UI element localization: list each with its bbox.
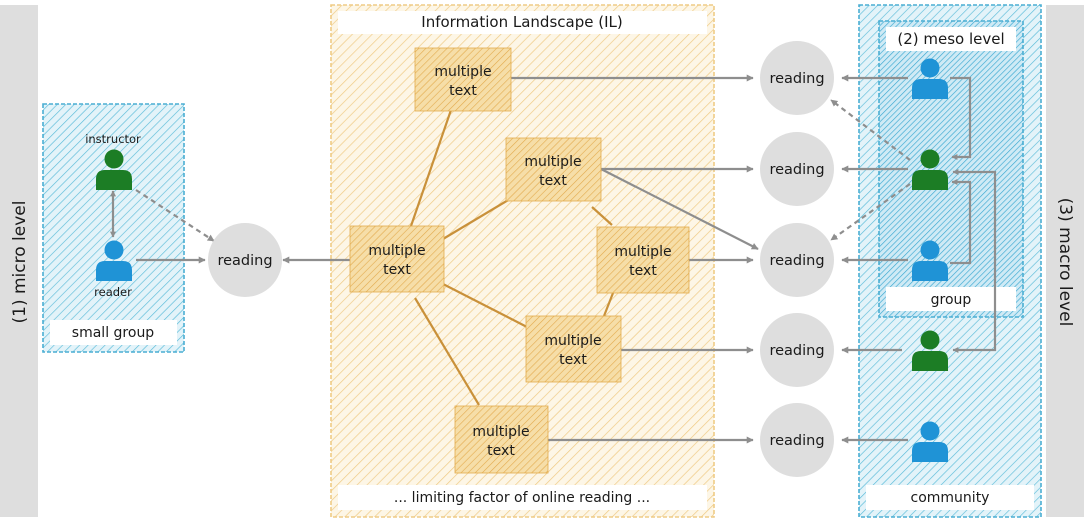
reading-node: reading [760,313,834,387]
meso-title-box [886,27,1016,51]
multiple-text-label: text [383,262,411,278]
reading-label: reading [769,253,824,269]
macro-level-bar [1046,5,1084,517]
reader-label: reader [94,285,132,299]
macro-level-label: (3) macro level [1055,198,1075,327]
reading-node-micro: reading [208,223,282,297]
il-title-box [338,11,707,34]
multiple-text-box: multiple text [414,47,512,112]
community-label: community [911,490,990,506]
multiple-text-label: text [487,443,515,459]
reading-label: reading [769,433,824,449]
multiple-text-label: multiple [614,244,671,260]
community-arrows [830,74,911,444]
il-footer: ... limiting factor of online reading ..… [394,490,650,506]
micro-level-bar [0,5,38,517]
multiple-text-box: multiple text [505,137,602,202]
multiple-text-label: multiple [524,154,581,170]
multiple-text-box: multiple text [525,315,622,383]
multiple-text-label: multiple [368,243,425,259]
reading-node: reading [760,223,834,297]
multiple-text-label: multiple [434,64,491,80]
small-group-label: small group [72,325,155,341]
reading-label: reading [217,253,272,269]
multiple-text-label: text [559,352,587,368]
multiple-text-label: text [539,173,567,189]
group-label: group [931,292,972,308]
multiple-text-label: multiple [544,333,601,349]
il-footer-box [338,485,707,510]
meso-title: (2) meso level [897,30,1004,48]
il-connections [409,109,615,406]
text-to-reading-arrows [282,74,759,444]
community-label-box [866,485,1034,510]
multiple-text-label: text [629,263,657,279]
small-group-label-box [50,320,177,345]
reading-label: reading [769,343,824,359]
reading-label: reading [769,71,824,87]
reading-node: reading [760,41,834,115]
multiple-text-box: multiple text [349,225,445,293]
multiple-text-box: multiple text [596,226,690,294]
il-title: Information Landscape (IL) [421,13,622,31]
group-connectors [950,76,997,353]
reading-label: reading [769,162,824,178]
micro-arrows [110,189,215,264]
reading-node: reading [760,132,834,206]
multiple-text-box: multiple text [454,405,549,474]
reading-node: reading [760,403,834,477]
micro-level-label: (1) micro level [10,201,30,324]
multiple-text-label: text [449,83,477,99]
multiple-text-label: multiple [472,424,529,440]
instructor-label: instructor [85,132,141,146]
